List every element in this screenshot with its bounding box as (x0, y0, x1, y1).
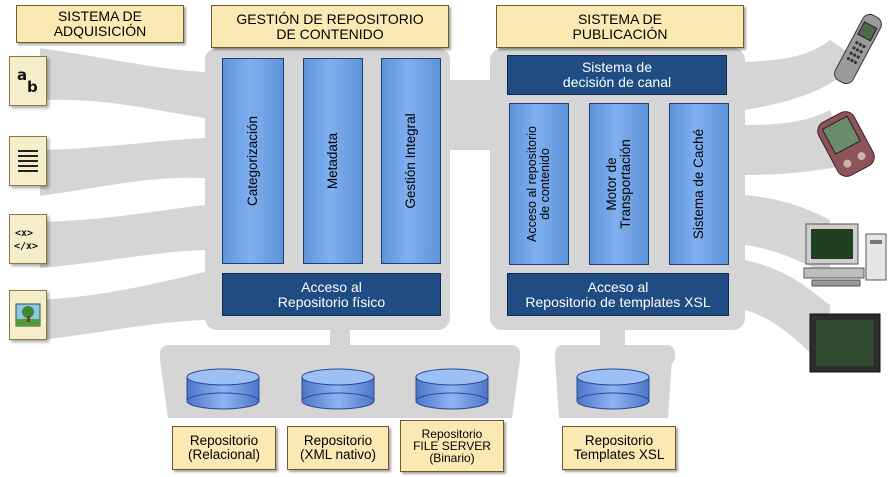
lined-document-icon (9, 136, 47, 186)
desktop-computer-icon (802, 218, 890, 290)
svg-text:a: a (17, 66, 27, 84)
integral-management-label: Gestión Integral (403, 113, 418, 209)
text-document-icon: a b (9, 56, 47, 106)
content-repository-access-module: Acceso al repositorio de contenido (509, 103, 569, 265)
cache-system-label: Sistema de Caché (691, 128, 706, 240)
metadata-label: Metadata (325, 132, 340, 190)
transport-engine-label: Motor de Transportación (604, 139, 633, 229)
transport-engine-module: Motor de Transportación (589, 103, 649, 265)
tablet-screen-icon (808, 312, 884, 376)
metadata-module: Metadata (303, 58, 363, 264)
publication-system-label: SISTEMA DE PUBLICACIÓN (496, 5, 744, 48)
xsl-template-repository-access: Acceso al Repositorio de templates XSL (507, 273, 729, 316)
xsl-templates-repository-label: Repositorio Templates XSL (562, 426, 676, 470)
categorization-module: Categorización (222, 58, 284, 264)
native-xml-repository-label: Repositorio (XML nativo) (287, 426, 389, 470)
pda-icon (808, 108, 884, 180)
svg-text:b: b (27, 78, 38, 96)
integral-management-module: Gestión Integral (381, 58, 441, 264)
file-server-repository-label: Repositorio FILE SERVER (Binario) (400, 420, 504, 472)
relational-repository-label: Repositorio (Relacional) (172, 426, 276, 470)
channel-decision-system: Sistema de decisión de canal (507, 55, 727, 95)
svg-text:</x>: </x> (14, 241, 38, 252)
acquisition-system-label: SISTEMA DE ADQUISICIÓN (16, 5, 184, 43)
xml-document-icon: <x> </x> (9, 214, 47, 264)
mobile-phone-icon (833, 8, 883, 90)
categorization-label: Categorización (245, 115, 260, 207)
content-repository-access-label: Acceso al repositorio de contenido (525, 125, 552, 243)
image-document-icon (9, 290, 47, 340)
cache-system-module: Sistema de Caché (669, 103, 729, 265)
content-repository-management-label: GESTIÓN DE REPOSITORIO DE CONTENIDO (211, 5, 449, 48)
physical-repository-access: Acceso al Repositorio físico (222, 273, 441, 316)
svg-text:<x>: <x> (15, 228, 33, 239)
